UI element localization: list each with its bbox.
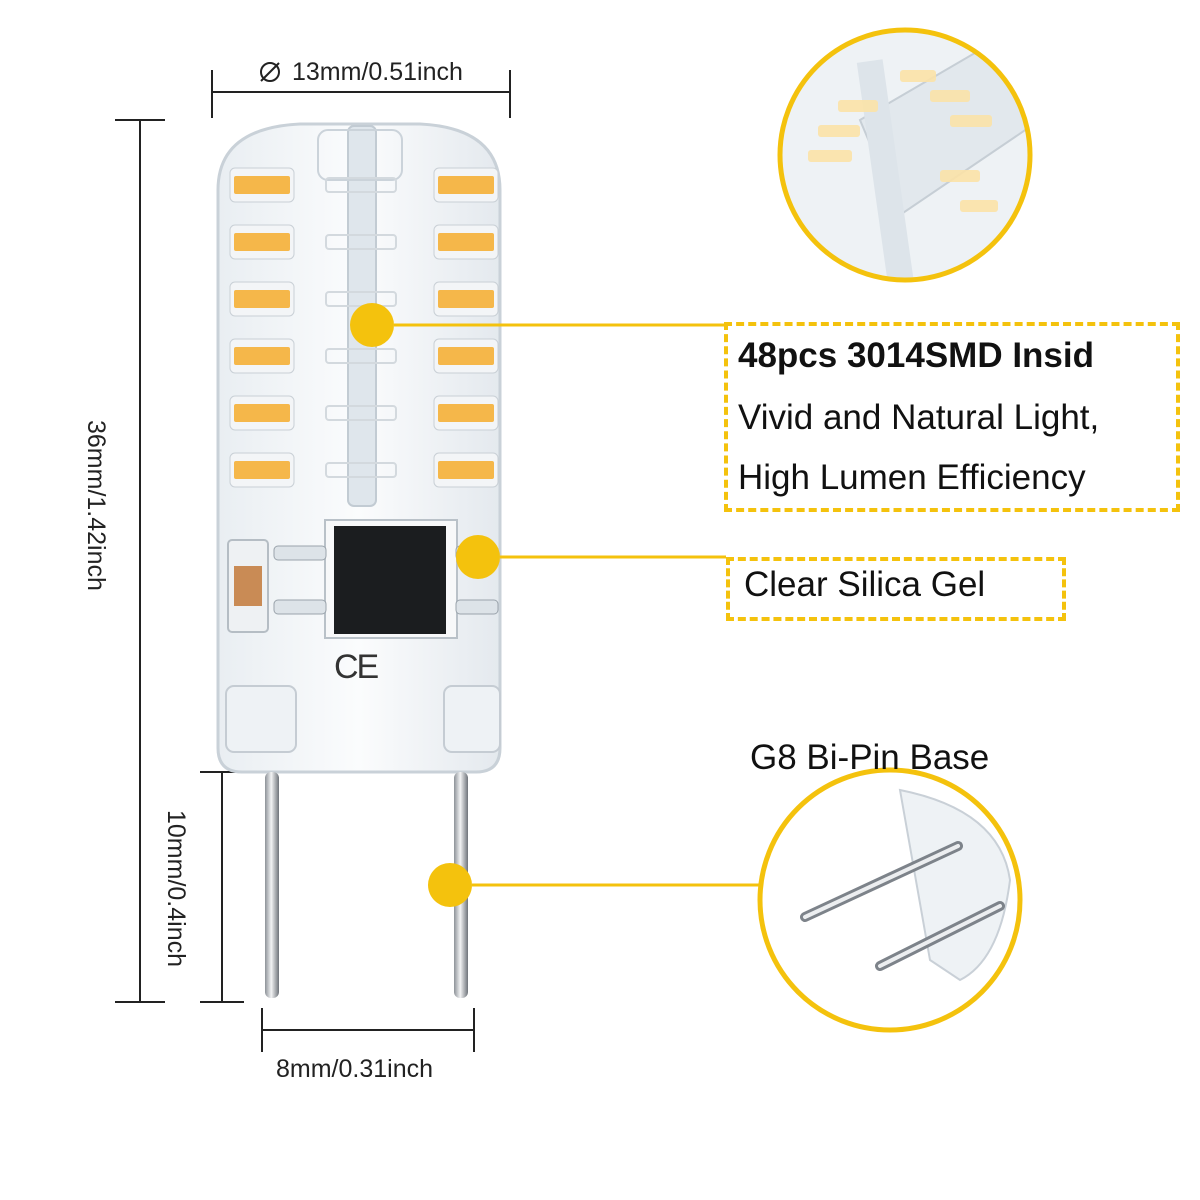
silica-gel-box (726, 557, 1066, 621)
led-chip-right (438, 461, 494, 479)
led-chip-right (438, 176, 494, 194)
led-closeup (777, 27, 1033, 283)
led-chip-right (438, 404, 494, 422)
pin-length-dimension (200, 771, 244, 1003)
driver-chip (227, 519, 499, 639)
pin-spacing-label: 8mm/0.31inch (276, 1055, 434, 1083)
ce-mark: CE (334, 648, 379, 686)
led-chip-left (234, 290, 290, 308)
pin-spacing-dimension (261, 1008, 475, 1052)
led-feature-line-1: Vivid and Natural Light, (738, 398, 1100, 437)
total-length-label: 36mm/1.42inch (82, 420, 110, 591)
led-chip-left (234, 404, 290, 422)
led-chip-left (234, 347, 290, 365)
led-chip-center (325, 177, 397, 193)
led-chip-center (325, 462, 397, 478)
diameter-label: 13mm/0.51inch (292, 58, 463, 86)
length-dimension (115, 119, 165, 1003)
led-array (229, 167, 499, 488)
bulb-base (225, 685, 501, 753)
led-feature-title: 48pcs 3014SMD Insid (738, 336, 1094, 375)
base-type-label: G8 Bi-Pin Base (750, 738, 990, 777)
led-chip-left (234, 233, 290, 251)
led-feature-line-2: High Lumen Efficiency (738, 458, 1086, 497)
silica-gel-label: Clear Silica Gel (744, 565, 986, 604)
led-feature-box (724, 322, 1180, 512)
callout-led (350, 303, 724, 347)
led-chip-right (438, 347, 494, 365)
callout-base (428, 863, 760, 907)
led-chip-left (234, 461, 290, 479)
pin-length-label: 10mm/0.4inch (162, 810, 190, 968)
base-closeup (757, 767, 1023, 1033)
led-chip-right (438, 233, 494, 251)
led-chip-center (325, 234, 397, 250)
callout-gel (456, 535, 726, 579)
led-chip-center (325, 348, 397, 364)
led-chip-right (438, 290, 494, 308)
led-chip-left (234, 176, 290, 194)
diameter-dimension (211, 70, 511, 118)
led-chip-center (325, 405, 397, 421)
diameter-symbol-icon (260, 62, 280, 82)
